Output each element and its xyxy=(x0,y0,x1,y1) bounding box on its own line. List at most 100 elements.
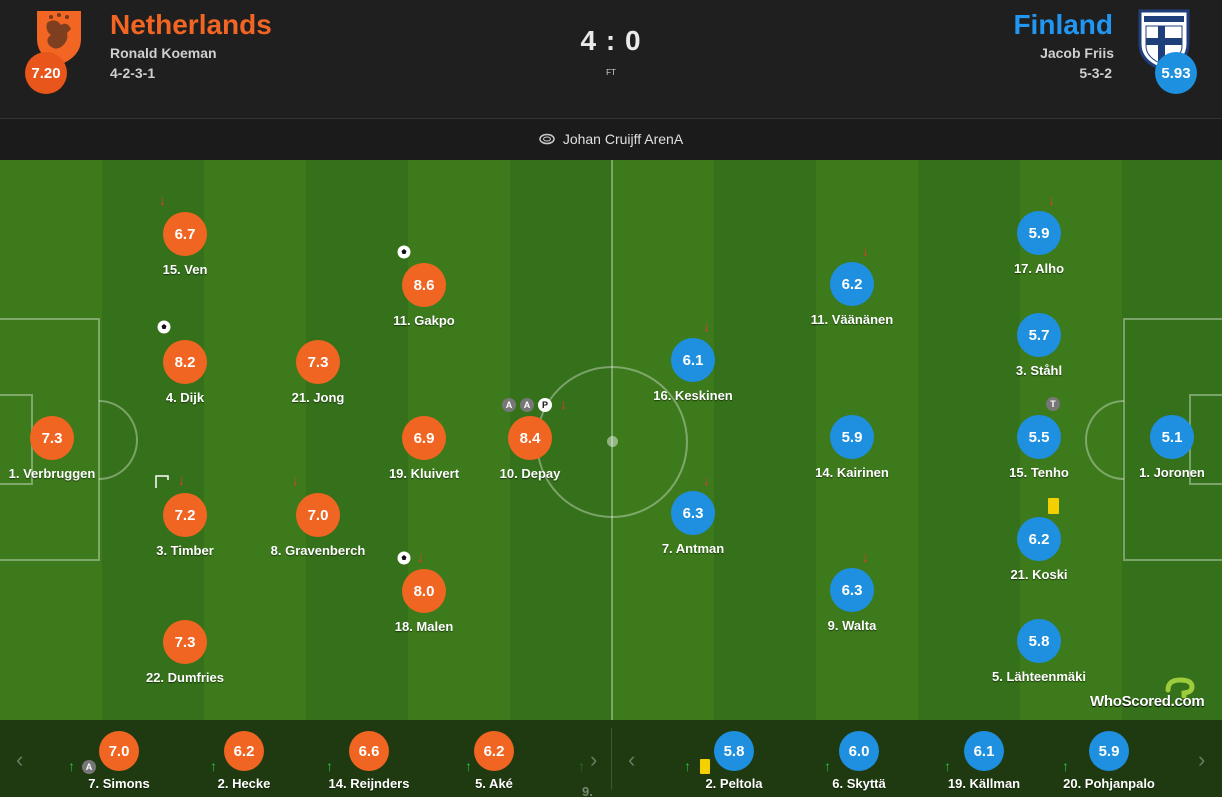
player-rating: 8.6 xyxy=(402,263,446,307)
away-formation: 5-3-2 xyxy=(1079,65,1112,81)
player-rating: 5.5 xyxy=(1017,415,1061,459)
bench-prev-home-icon[interactable]: ‹ xyxy=(16,747,24,772)
player-rating: 6.0 xyxy=(839,731,879,771)
player-name: 18. Malen xyxy=(394,619,454,634)
player-name: 5. Lähteenmäki xyxy=(992,669,1086,684)
player-away-koski[interactable]: 6.2 21. Koski xyxy=(969,517,1109,582)
player-rating: 7.0 xyxy=(99,731,139,771)
whoscored-logo-icon xyxy=(1165,677,1195,698)
player-away-joronen[interactable]: 5.1 1. Joronen xyxy=(1102,415,1222,480)
venue-name: Johan Cruijff ArenA xyxy=(562,131,684,147)
player-name: 7. Antman xyxy=(661,541,725,556)
sub-on-arrow-icon: ↑ xyxy=(465,758,472,774)
goal-ball-icon xyxy=(157,320,171,334)
player-name: 17. Alho xyxy=(1013,261,1065,276)
player-home-gravenberch[interactable]: 7.0 8. Gravenberch xyxy=(248,493,388,558)
player-away-stahl[interactable]: 5.7 3. Ståhl xyxy=(969,313,1109,378)
player-home-malen[interactable]: 8.0 18. Malen xyxy=(354,569,494,634)
team-badge-icon: T xyxy=(1046,397,1060,411)
away-team-name[interactable]: Finland xyxy=(1013,9,1113,40)
player-rating: 7.0 xyxy=(296,493,340,537)
player-name: 22. Dumfries xyxy=(145,670,225,685)
bench-player-simons[interactable]: 7.0 7. Simons xyxy=(59,731,179,791)
player-rating: 8.0 xyxy=(402,569,446,613)
player-away-alho[interactable]: 5.9 17. Alho xyxy=(969,211,1109,276)
sub-on-arrow-icon: ↑ xyxy=(824,758,831,774)
player-rating: 6.6 xyxy=(349,731,389,771)
player-name: 10. Depay xyxy=(499,466,561,481)
player-name: 8. Gravenberch xyxy=(270,543,366,558)
player-name: 2. Peltola xyxy=(705,776,763,791)
goal-ball-icon xyxy=(397,551,411,565)
player-rating: 6.1 xyxy=(671,338,715,382)
player-home-dijk[interactable]: 8.2 4. Dijk xyxy=(115,340,255,405)
sub-off-arrow-icon: ↓ xyxy=(417,549,424,565)
bench-player-skytta[interactable]: 6.0 6. Skyttä xyxy=(799,731,919,791)
watermark-brand: WhoScored xyxy=(1090,693,1171,710)
player-rating: 5.8 xyxy=(1017,619,1061,663)
player-name: 15. Tenho xyxy=(1009,465,1069,480)
player-name: 14. Reijnders xyxy=(328,776,410,791)
bench-player-ake[interactable]: 6.2 5. Aké xyxy=(434,731,554,791)
player-rating: 7.3 xyxy=(163,620,207,664)
sub-off-arrow-icon: ↓ xyxy=(862,549,869,565)
player-name: 11. Gakpo xyxy=(393,313,455,328)
player-home-verbruggen[interactable]: 7.3 1. Verbruggen xyxy=(0,416,122,481)
sub-off-arrow-icon: ↓ xyxy=(703,318,710,334)
bench-player-kallman[interactable]: 6.1 19. Källman xyxy=(924,731,1044,791)
match-score: 4 : 0 xyxy=(580,25,642,56)
bench-next-home-icon[interactable]: › xyxy=(590,747,598,772)
player-away-kairinen[interactable]: 5.9 14. Kairinen xyxy=(782,415,922,480)
match-status: FT xyxy=(606,68,616,77)
player-rating: 5.9 xyxy=(830,415,874,459)
bench-player-reijnders[interactable]: 6.6 14. Reijnders xyxy=(309,731,429,791)
penalty-goal-icon: P xyxy=(538,398,552,412)
player-rating: 8.2 xyxy=(163,340,207,384)
player-home-gakpo[interactable]: 8.6 11. Gakpo xyxy=(354,263,494,328)
player-away-vaananen[interactable]: 6.2 11. Väänänen xyxy=(782,262,922,327)
home-team-name[interactable]: Netherlands xyxy=(110,9,272,40)
player-home-ven[interactable]: 6.7 15. Ven xyxy=(115,212,255,277)
player-home-timber[interactable]: 7.2 3. Timber xyxy=(115,493,255,558)
home-formation: 4-2-3-1 xyxy=(110,65,156,81)
sub-on-arrow-icon: ↑ xyxy=(684,758,691,774)
sub-on-arrow-icon: ↑ xyxy=(1062,758,1069,774)
substitutes-bench: ‹ › ‹ › ↑ A 7.0 7. Simons ↑ 6.2 2. Hecke… xyxy=(0,720,1222,797)
player-rating: 6.3 xyxy=(830,568,874,612)
player-rating: 7.3 xyxy=(296,340,340,384)
bench-next-away-icon[interactable]: › xyxy=(1198,747,1206,772)
player-away-tenho[interactable]: 5.5 15. Tenho xyxy=(969,415,1109,480)
player-name: 9. Walta xyxy=(827,618,877,633)
assist-icon xyxy=(155,475,169,488)
player-rating: 6.7 xyxy=(163,212,207,256)
assist-badge-icon: A xyxy=(82,760,96,774)
player-away-walta[interactable]: 6.3 9. Walta xyxy=(782,568,922,633)
bench-divider xyxy=(611,728,612,790)
yellow-card-icon xyxy=(700,759,710,774)
yellow-card-icon xyxy=(1048,498,1059,514)
bench-player-pohjanpalo[interactable]: 5.9 20. Pohjanpalo xyxy=(1049,731,1169,791)
player-rating: 6.2 xyxy=(224,731,264,771)
bench-player-hecke[interactable]: 6.2 2. Hecke xyxy=(184,731,304,791)
whoscored-logo: WhoScored.com xyxy=(1090,676,1220,712)
player-home-depay[interactable]: 8.4 10. Depay xyxy=(460,416,600,481)
watermark-suffix: .com xyxy=(1170,693,1205,710)
away-penalty-box xyxy=(1123,318,1222,561)
player-home-jong[interactable]: 7.3 21. Jong xyxy=(248,340,388,405)
player-name: 14. Kairinen xyxy=(815,465,889,480)
player-home-kluivert[interactable]: 6.9 19. Kluivert xyxy=(354,416,494,481)
bench-player-peltola[interactable]: 5.8 2. Peltola xyxy=(674,731,794,791)
player-home-dumfries[interactable]: 7.3 22. Dumfries xyxy=(115,620,255,685)
player-away-lahteenmaki[interactable]: 5.8 5. Lähteenmäki xyxy=(969,619,1109,684)
player-name: 3. Ståhl xyxy=(1015,363,1063,378)
away-team-rating: 5.93 xyxy=(1155,52,1197,94)
player-away-antman[interactable]: 6.3 7. Antman xyxy=(623,491,763,556)
player-rating: 6.9 xyxy=(402,416,446,460)
home-manager: Ronald Koeman xyxy=(110,45,217,61)
player-rating: 6.2 xyxy=(474,731,514,771)
player-away-keskinen[interactable]: 6.1 16. Keskinen xyxy=(623,338,763,403)
netherlands-crest-icon xyxy=(37,11,81,65)
player-name: 2. Hecke xyxy=(217,776,271,791)
assist-badge-icon: A xyxy=(502,398,516,412)
bench-prev-away-icon[interactable]: ‹ xyxy=(628,747,636,772)
